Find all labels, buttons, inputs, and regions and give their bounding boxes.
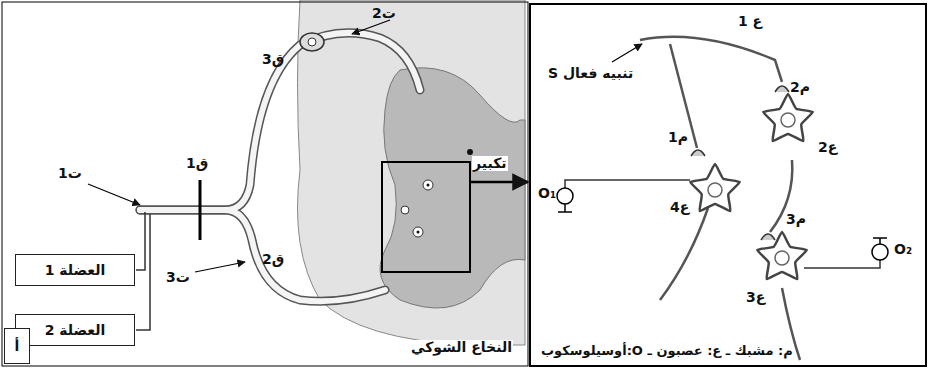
callout-label: م2 — [790, 80, 810, 95]
nerve-fibers — [136, 212, 150, 330]
zoom-frame — [382, 162, 470, 272]
callout-label: ت2 — [372, 6, 396, 21]
nerve-roots-inner — [140, 33, 420, 301]
synapse-knob — [775, 86, 789, 92]
spinal-ganglion — [300, 33, 324, 51]
neuron-body — [763, 94, 812, 141]
synapse-knob — [761, 234, 775, 240]
callout-label: م1 — [668, 130, 688, 145]
neuron-body — [690, 164, 739, 211]
node-text: أ — [15, 338, 20, 354]
synapse-knob — [691, 150, 705, 156]
callout-label: ع4 — [670, 200, 689, 215]
neuron-nucleus — [781, 113, 795, 127]
muscle-box: العضلة 2 — [15, 314, 135, 346]
neuron-body — [757, 232, 806, 279]
node-text: العضلة 2 — [45, 322, 106, 338]
callout-label: ق2 — [262, 252, 284, 267]
callout-label: م3 — [786, 212, 806, 227]
panel-frame — [530, 4, 926, 366]
key-note: م: مشبك ـ ع: عصبون ـ O:أوسيلوسكوب — [540, 344, 794, 358]
grey-matter — [380, 68, 525, 308]
muscle-box: العضلة 1 — [15, 254, 135, 286]
panel-frame — [2, 2, 528, 366]
stimulus-arrow — [612, 44, 642, 62]
part-name: النخاع الشوكي — [410, 340, 513, 355]
leader-arrow — [352, 20, 390, 34]
callout-label: O₂ — [894, 242, 912, 257]
neuron-nucleus — [708, 183, 722, 197]
ganglion-cell — [308, 38, 316, 46]
nerve-roots — [140, 33, 420, 301]
node-text: العضلة 1 — [45, 262, 106, 278]
callout-label: ق1 — [186, 156, 208, 171]
callout-label: تكبير — [472, 156, 508, 171]
neuron-nucleus — [775, 251, 789, 265]
central-canal — [467, 149, 473, 155]
callout-label: تنبيه فعال S — [548, 66, 633, 81]
callout-label: ت3 — [166, 270, 190, 285]
panel-tag: أ — [4, 328, 30, 364]
leader-arrow — [88, 184, 140, 205]
callout-label: ق3 — [262, 52, 284, 67]
callout-label: ع 1 — [738, 14, 762, 29]
callout-label: ع2 — [818, 140, 837, 155]
zoom-arrow — [470, 181, 528, 184]
white-matter — [298, 0, 526, 345]
leader-arrow — [195, 262, 245, 272]
grey-neurons — [401, 180, 433, 237]
callout-label: O₁ — [538, 186, 556, 201]
callout-label: ت1 — [58, 166, 82, 181]
neuron-fibers — [640, 37, 800, 360]
cut-line — [199, 180, 202, 240]
callout-label: ع3 — [746, 290, 765, 305]
